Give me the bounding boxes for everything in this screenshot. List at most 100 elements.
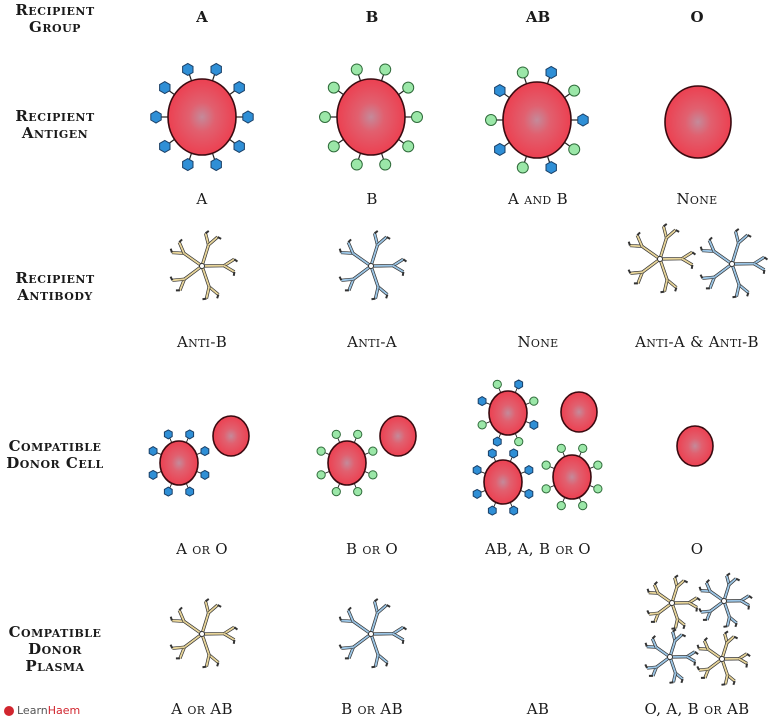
antigen-a-marker [185, 429, 195, 440]
antigen-b-marker [593, 484, 603, 494]
antigen-a-marker [477, 396, 487, 407]
antigen-a-marker [148, 469, 158, 480]
antibody-caption-b: Anti-A [347, 333, 397, 351]
row-label-line: Group [29, 18, 81, 36]
antigen-a-marker [150, 110, 162, 124]
antigen-a-marker [487, 505, 497, 516]
recipient-cell-a [150, 62, 254, 172]
donor-plasma-caption-b: B or AB [341, 700, 403, 718]
donor-cell-ab-type-ab [477, 379, 539, 447]
learnhaem-logo: LearnHaem [4, 704, 80, 717]
antigen-b-marker [541, 460, 551, 470]
antigen-b-marker [353, 487, 363, 497]
recipient-cell-ab [485, 65, 589, 175]
antigen-a-marker [514, 379, 524, 390]
antigen-b-marker [350, 63, 363, 76]
column-header-ab: AB [525, 8, 551, 26]
antigen-a-marker [159, 139, 171, 153]
row-label-compatible-donor-plasma: Compatible Donor Plasma [0, 624, 110, 675]
plasma-o-4 [696, 630, 751, 686]
donor-cell-o-type-o [676, 425, 714, 467]
donor-plasma-caption-ab: AB [526, 700, 550, 718]
antigen-b-marker [402, 140, 415, 153]
antigen-b-marker [516, 66, 529, 79]
plasma-o-1 [646, 574, 701, 630]
red-cell-body [483, 459, 523, 505]
red-cell-body [167, 78, 237, 156]
antibody-anti-a-o [699, 228, 768, 299]
antigen-b-marker [319, 111, 331, 123]
antigen-a-marker [242, 110, 254, 124]
row-label-recipient-antigen: Recipient Antigen [0, 108, 110, 142]
antigen-a-marker [182, 62, 194, 76]
antigen-b-marker [541, 484, 551, 494]
row-label-line: Antibody [17, 286, 93, 304]
red-cell-body [327, 440, 367, 486]
antigen-b-marker [379, 63, 392, 76]
column-header-a: A [196, 8, 208, 26]
antigen-b-marker [556, 443, 566, 453]
antibody-caption-a: Anti-B [176, 333, 228, 351]
row-label-line: Donor Plasma [25, 640, 85, 675]
column-header-o: O [690, 8, 704, 26]
antigen-b-marker [578, 443, 588, 453]
row-label-compatible-donor-cell: Compatible Donor Cell [0, 438, 110, 472]
donor-cell-ab-type-a [472, 448, 534, 516]
antigen-b-marker [556, 501, 566, 511]
antibody-anti-b-o [627, 223, 697, 294]
red-cell-body [502, 81, 572, 159]
plasma-o-3 [644, 628, 699, 684]
antigen-b-marker [492, 379, 502, 389]
antigen-a-marker [210, 158, 222, 172]
antigen-a-marker [210, 62, 222, 76]
logo-text: LearnHaem [17, 704, 80, 717]
antigen-b-marker [578, 501, 588, 511]
antigen-a-marker [524, 465, 534, 476]
antigen-caption-b: B [366, 190, 378, 208]
antigen-a-marker [159, 81, 171, 95]
antigen-b-marker [402, 81, 415, 94]
antigen-a-marker [545, 65, 557, 79]
antigen-a-marker [200, 469, 210, 480]
antigen-a-marker [524, 488, 534, 499]
antigen-b-marker [368, 446, 378, 456]
antigen-a-marker [163, 486, 173, 497]
donor-cell-ab-type-b [541, 443, 603, 511]
donor-cell-caption-a: A or O [176, 540, 228, 558]
antigen-a-marker [577, 113, 589, 127]
antigen-a-marker [487, 448, 497, 459]
plasma-anti-b [169, 598, 239, 669]
antigen-b-marker [327, 81, 340, 94]
logo-icon [4, 705, 14, 716]
antigen-a-marker [233, 81, 245, 95]
antigen-a-marker [472, 465, 482, 476]
antigen-b-marker [514, 437, 524, 447]
antigen-b-marker [353, 429, 363, 439]
antigen-caption-ab: A and B [508, 190, 568, 208]
red-cell-body [552, 454, 592, 500]
antigen-b-marker [516, 161, 529, 174]
antigen-a-marker [492, 436, 502, 447]
donor-plasma-caption-o: O, A, B or AB [644, 700, 750, 718]
antigen-a-marker [529, 419, 539, 430]
plasma-anti-a [338, 598, 408, 669]
recipient-cell-o [664, 85, 732, 159]
row-label-recipient-group: Recipient Group [0, 2, 110, 36]
antigen-a-marker [185, 486, 195, 497]
column-header-b: B [365, 8, 379, 26]
antigen-a-marker [509, 505, 519, 516]
row-label-line: Compatible [8, 623, 102, 641]
antigen-b-marker [350, 158, 363, 171]
antibody-anti-b [169, 230, 239, 301]
antigen-a-marker [182, 158, 194, 172]
donor-cell-caption-b: B or O [346, 540, 398, 558]
antigen-a-marker [494, 142, 506, 156]
donor-plasma-caption-a: A or AB [171, 700, 233, 718]
row-label-line: Recipient [15, 269, 95, 287]
antigen-a-marker [163, 429, 173, 440]
antigen-a-marker [148, 446, 158, 457]
antigen-a-marker [545, 161, 557, 175]
antigen-b-marker [477, 420, 487, 430]
antigen-b-marker [316, 470, 326, 480]
